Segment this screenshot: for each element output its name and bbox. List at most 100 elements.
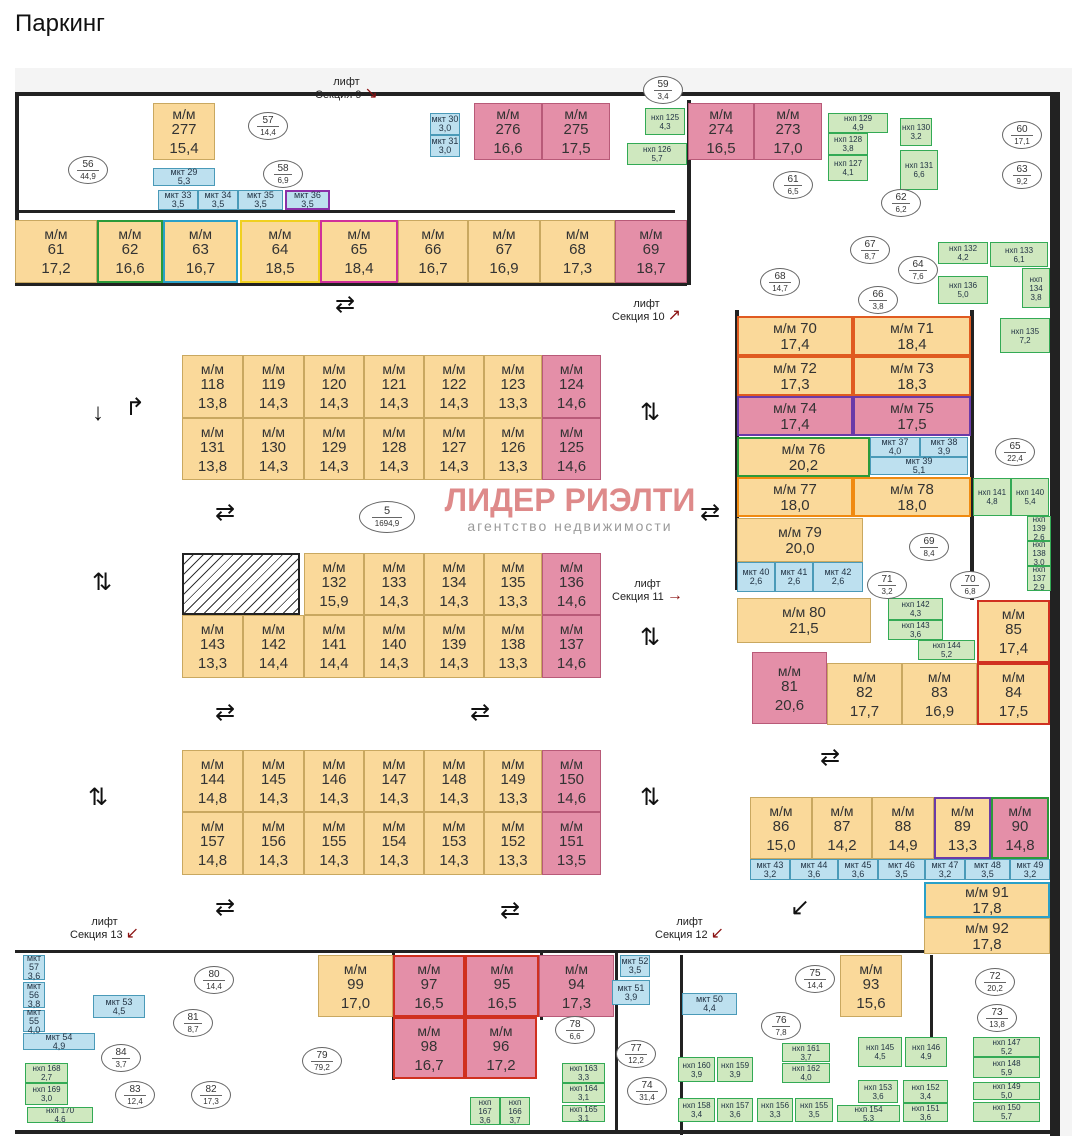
parking-space-65[interactable]: м/м6518,4 <box>320 220 398 283</box>
parking-space-141[interactable]: м/м14114,4 <box>304 615 364 678</box>
room-68[interactable]: 6814,7 <box>760 268 800 296</box>
parking-space-151[interactable]: м/м15113,5 <box>542 812 601 875</box>
mkt-unit-55[interactable]: мкт 554,0 <box>23 1007 45 1034</box>
storage-unit-155[interactable]: нхп1553,5 <box>795 1098 833 1122</box>
parking-space-147[interactable]: м/м14714,3 <box>364 750 424 812</box>
parking-space-78[interactable]: м/м 7818,0 <box>853 477 971 517</box>
storage-unit-152[interactable]: нхп1523,4 <box>903 1080 948 1103</box>
storage-unit-166[interactable]: нхп1663,7 <box>500 1097 530 1125</box>
mkt-unit-39[interactable]: мкт 395,1 <box>870 457 968 475</box>
parking-space-125[interactable]: м/м12514,6 <box>542 418 601 480</box>
storage-unit-162[interactable]: нхп1624,0 <box>782 1063 830 1083</box>
mkt-unit-34[interactable]: мкт 343,5 <box>198 190 238 210</box>
parking-space-122[interactable]: м/м12214,3 <box>424 355 484 418</box>
mkt-unit-54[interactable]: мкт 544,9 <box>23 1032 95 1050</box>
parking-space-119[interactable]: м/м11914,3 <box>243 355 304 418</box>
parking-space-137[interactable]: м/м13714,6 <box>542 615 601 678</box>
parking-space-80[interactable]: м/м 8021,5 <box>737 598 871 643</box>
room-58[interactable]: 586,9 <box>263 160 303 188</box>
parking-space-87[interactable]: м/м8714,2 <box>812 797 872 859</box>
parking-space-143[interactable]: м/м14313,3 <box>182 615 243 678</box>
parking-space-276[interactable]: м/м27616,6 <box>474 103 542 160</box>
mkt-unit-46[interactable]: мкт 463,5 <box>878 859 925 880</box>
storage-unit-131[interactable]: нхп1316,6 <box>900 150 938 190</box>
storage-unit-167[interactable]: нхп1673,6 <box>470 1097 500 1125</box>
room-83[interactable]: 8312,4 <box>115 1081 155 1109</box>
parking-space-76[interactable]: м/м 7620,2 <box>737 437 870 477</box>
storage-unit-150[interactable]: нхп1505,7 <box>973 1102 1040 1122</box>
parking-space-118[interactable]: м/м11813,8 <box>182 355 243 418</box>
mkt-unit-44[interactable]: мкт 443,6 <box>790 859 838 880</box>
parking-space-95[interactable]: м/м9516,5 <box>465 955 539 1017</box>
parking-space-91[interactable]: м/м 9117,8 <box>924 882 1050 918</box>
storage-unit-130[interactable]: нхп1303,2 <box>900 118 932 146</box>
parking-space-142[interactable]: м/м14214,4 <box>243 615 304 678</box>
parking-space-129[interactable]: м/м12914,3 <box>304 418 364 480</box>
mkt-unit-56[interactable]: мкт 563,8 <box>23 981 45 1008</box>
parking-space-62[interactable]: м/м6216,6 <box>97 220 163 283</box>
parking-space-61[interactable]: м/м6117,2 <box>15 220 97 283</box>
parking-space-157[interactable]: м/м15714,8 <box>182 812 243 875</box>
parking-space-69[interactable]: м/м6918,7 <box>615 220 687 283</box>
storage-unit-156[interactable]: нхп1563,3 <box>757 1098 793 1122</box>
storage-unit-133[interactable]: нхп1336,1 <box>990 242 1048 267</box>
storage-unit-151[interactable]: нхп1513,6 <box>903 1103 948 1122</box>
storage-unit-129[interactable]: нхп1294,9 <box>828 113 888 133</box>
storage-unit-148[interactable]: нхп1485,9 <box>973 1057 1040 1078</box>
room-80[interactable]: 8014,4 <box>194 966 234 994</box>
storage-unit-127[interactable]: нхп1274,1 <box>828 155 868 181</box>
room-81[interactable]: 818,7 <box>173 1009 213 1037</box>
parking-space-81[interactable]: м/м8120,6 <box>752 652 827 724</box>
storage-unit-154[interactable]: нхп1545,3 <box>837 1105 900 1122</box>
parking-space-94[interactable]: м/м9417,3 <box>539 955 614 1017</box>
storage-unit-137[interactable]: нхп1372,9 <box>1027 566 1051 591</box>
storage-unit-149[interactable]: нхп1495,0 <box>973 1082 1040 1100</box>
mkt-unit-38[interactable]: мкт 383,9 <box>920 437 968 457</box>
room-5[interactable]: 51694,9 <box>359 501 415 533</box>
storage-unit-136[interactable]: нхп1365,0 <box>938 276 988 304</box>
parking-space-140[interactable]: м/м14014,3 <box>364 615 424 678</box>
parking-space-68[interactable]: м/м6817,3 <box>540 220 615 283</box>
parking-space-135[interactable]: м/м13513,3 <box>484 553 542 615</box>
storage-unit-146[interactable]: нхп1464,9 <box>905 1037 947 1067</box>
mkt-unit-31[interactable]: мкт 313,0 <box>430 135 460 157</box>
room-70[interactable]: 706,8 <box>950 571 990 599</box>
parking-space-86[interactable]: м/м8615,0 <box>750 797 812 859</box>
parking-space-127[interactable]: м/м12714,3 <box>424 418 484 480</box>
room-57[interactable]: 5714,4 <box>248 112 288 140</box>
parking-space-83[interactable]: м/м8316,9 <box>902 663 977 725</box>
storage-unit-142[interactable]: нхп1424,3 <box>888 598 943 620</box>
parking-space-75[interactable]: м/м 7517,5 <box>853 396 971 436</box>
room-73[interactable]: 7313,8 <box>977 1004 1017 1032</box>
storage-unit-140[interactable]: нхп1405,4 <box>1011 478 1049 516</box>
room-61[interactable]: 616,5 <box>773 171 813 199</box>
parking-space-156[interactable]: м/м15614,3 <box>243 812 304 875</box>
parking-space-67[interactable]: м/м6716,9 <box>468 220 540 283</box>
storage-unit-145[interactable]: нхп1454,5 <box>858 1037 902 1067</box>
parking-space-274[interactable]: м/м27416,5 <box>688 103 754 160</box>
parking-space-146[interactable]: м/м14614,3 <box>304 750 364 812</box>
parking-space-93[interactable]: м/м9315,6 <box>840 955 902 1017</box>
storage-unit-161[interactable]: нхп1613,7 <box>782 1043 830 1062</box>
parking-space-154[interactable]: м/м15414,3 <box>364 812 424 875</box>
room-78[interactable]: 786,6 <box>555 1016 595 1044</box>
parking-space-77[interactable]: м/м 7718,0 <box>737 477 853 517</box>
room-79[interactable]: 7979,2 <box>302 1047 342 1075</box>
storage-unit-170[interactable]: нхп1704,6 <box>27 1107 93 1123</box>
mkt-unit-51[interactable]: мкт 513,9 <box>612 980 650 1005</box>
parking-space-97[interactable]: м/м9716,5 <box>393 955 465 1017</box>
parking-space-133[interactable]: м/м13314,3 <box>364 553 424 615</box>
parking-space-126[interactable]: м/м12613,3 <box>484 418 542 480</box>
parking-space-90[interactable]: м/м9014,8 <box>991 797 1049 859</box>
room-74[interactable]: 7431,4 <box>627 1077 667 1105</box>
mkt-unit-40[interactable]: мкт 402,6 <box>737 562 775 592</box>
storage-unit-165[interactable]: нхп1653,1 <box>562 1105 605 1122</box>
mkt-unit-33[interactable]: мкт 333,5 <box>158 190 198 210</box>
room-75[interactable]: 7514,4 <box>795 965 835 993</box>
mkt-unit-42[interactable]: мкт 422,6 <box>813 562 863 592</box>
room-82[interactable]: 8217,3 <box>191 1081 231 1109</box>
parking-space-149[interactable]: м/м14913,3 <box>484 750 542 812</box>
mkt-unit-47[interactable]: мкт 473,2 <box>925 859 965 880</box>
storage-unit-164[interactable]: нхп1643,1 <box>562 1083 605 1103</box>
parking-space-79[interactable]: м/м 7920,0 <box>737 518 863 562</box>
